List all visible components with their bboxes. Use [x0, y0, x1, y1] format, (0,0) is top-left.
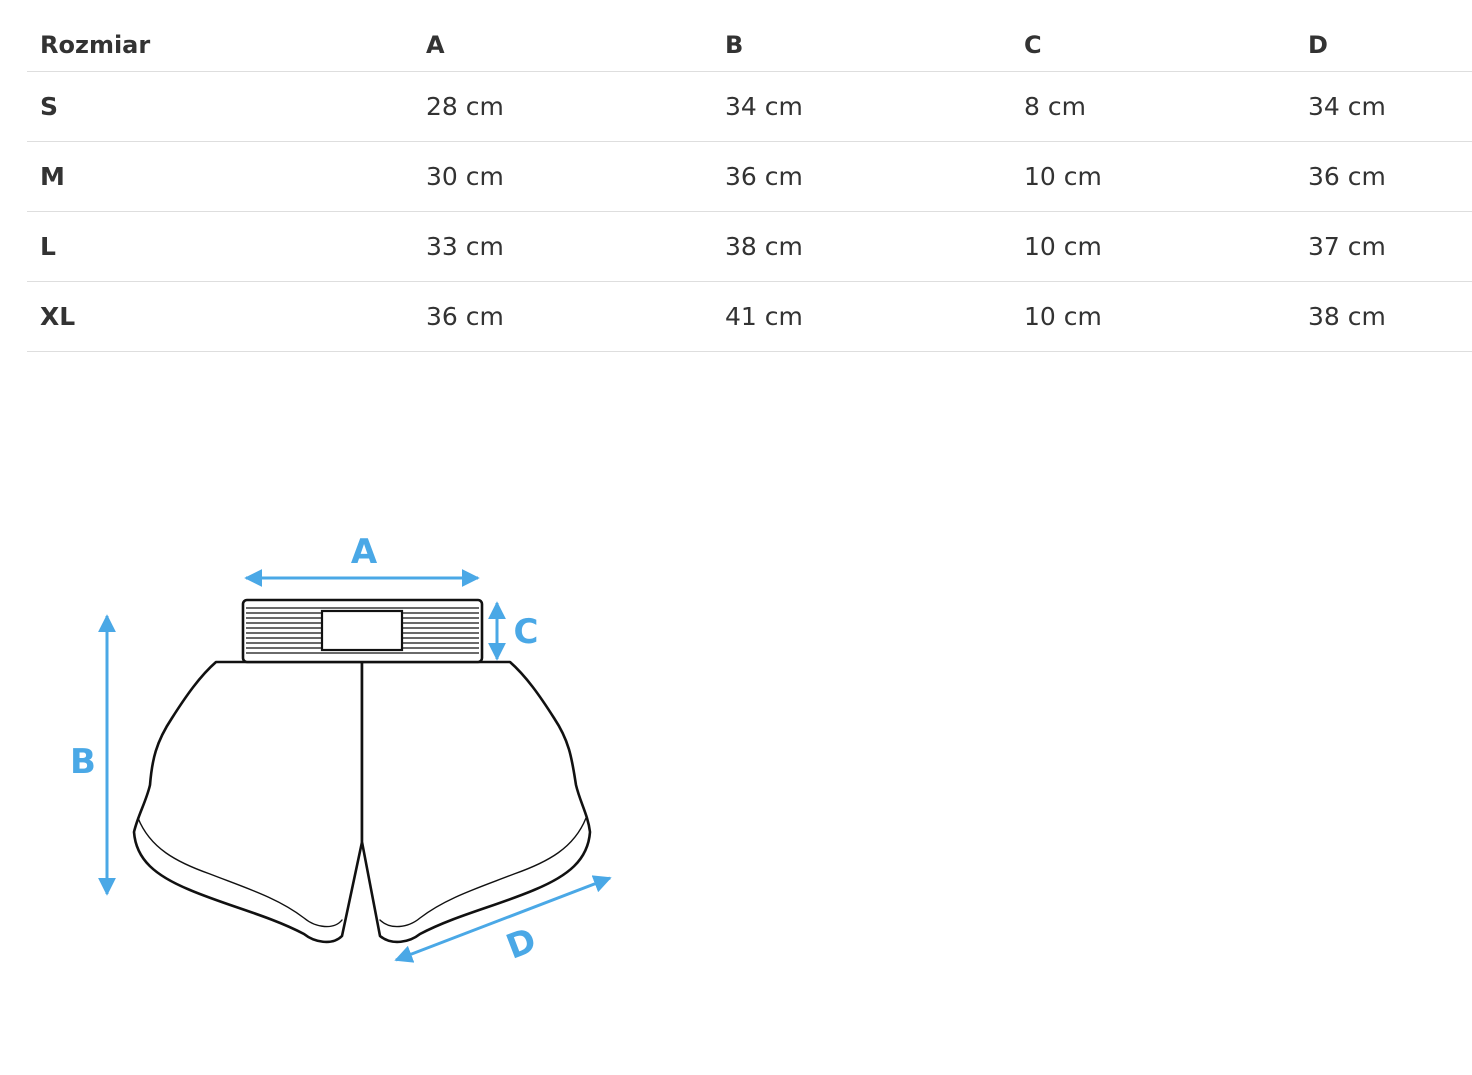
- table-row: M 30 cm 36 cm 10 cm 36 cm: [27, 141, 1472, 212]
- waistband-label-patch: [320, 609, 404, 652]
- measure-c-label: C: [514, 612, 539, 652]
- measurement-c-cell: 8 cm: [1011, 71, 1295, 142]
- measurement-c-cell: 10 cm: [1011, 211, 1295, 282]
- measurement-d-cell: 36 cm: [1295, 141, 1472, 212]
- size-name-cell: L: [27, 211, 413, 282]
- measurement-b-cell: 38 cm: [712, 211, 1011, 282]
- measurement-b-cell: 36 cm: [712, 141, 1011, 212]
- measure-a-label: A: [351, 532, 378, 572]
- size-name-cell: S: [27, 71, 413, 142]
- table-row: XL 36 cm 41 cm 10 cm 38 cm: [27, 281, 1472, 352]
- measure-b-label: B: [70, 742, 96, 782]
- measurement-d-cell: 37 cm: [1295, 211, 1472, 282]
- measurement-d-cell: 38 cm: [1295, 281, 1472, 352]
- shorts-measurement-diagram: A B C D: [0, 500, 660, 980]
- measurement-a-cell: 30 cm: [413, 141, 712, 212]
- table-row: L 33 cm 38 cm 10 cm 37 cm: [27, 211, 1472, 282]
- table-header-row: Rozmiar A B C D: [27, 18, 1472, 72]
- measurement-c-cell: 10 cm: [1011, 281, 1295, 352]
- column-header-d: D: [1295, 18, 1472, 72]
- measurement-a-cell: 36 cm: [413, 281, 712, 352]
- column-header-c: C: [1011, 18, 1295, 72]
- size-name-cell: M: [27, 141, 413, 212]
- measurement-d-cell: 34 cm: [1295, 71, 1472, 142]
- table-row: S 28 cm 34 cm 8 cm 34 cm: [27, 71, 1472, 142]
- measurement-a-cell: 33 cm: [413, 211, 712, 282]
- column-header-b: B: [712, 18, 1011, 72]
- measure-d-arrow: [394, 875, 612, 963]
- measurement-c-cell: 10 cm: [1011, 141, 1295, 212]
- column-header-size: Rozmiar: [27, 18, 413, 72]
- size-chart-table: Rozmiar A B C D S 28 cm 34 cm 8 cm 34 cm…: [27, 18, 1472, 352]
- measurement-b-cell: 41 cm: [712, 281, 1011, 352]
- column-header-a: A: [413, 18, 712, 72]
- measurement-b-cell: 34 cm: [712, 71, 1011, 142]
- measurement-a-cell: 28 cm: [413, 71, 712, 142]
- measure-d-label: D: [501, 920, 542, 967]
- size-name-cell: XL: [27, 281, 413, 352]
